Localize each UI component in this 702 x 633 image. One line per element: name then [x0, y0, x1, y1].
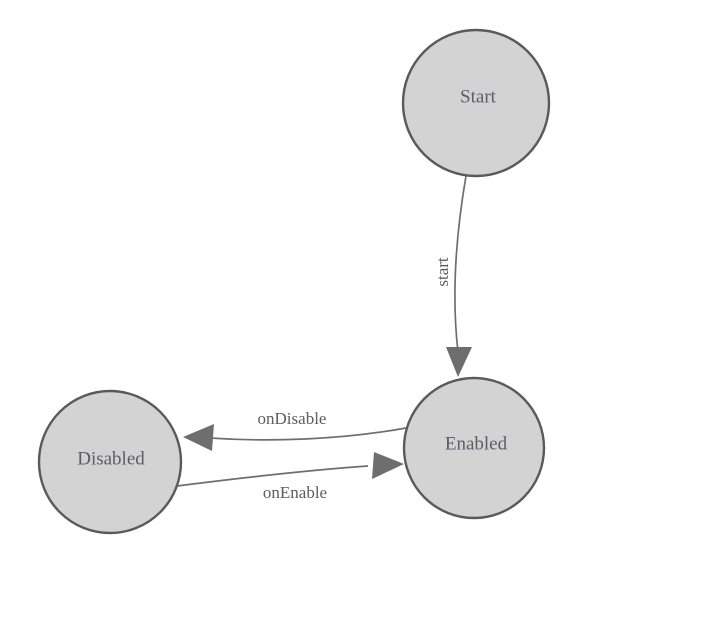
node-disabled-circle [37, 389, 183, 535]
node-enabled-circle [402, 376, 546, 520]
node-enabled-label: Enabled [445, 433, 508, 454]
node-disabled[interactable]: Disabled [37, 389, 183, 535]
node-start-circle [401, 28, 551, 178]
edge-enabled-to-disabled-arrowhead [183, 424, 214, 451]
edge-start-to-enabled-arrowhead [446, 347, 472, 377]
edge-disabled-to-enabled-path [176, 465, 369, 487]
edge-disabled-to-enabled-arrowhead [372, 452, 404, 479]
node-enabled[interactable]: Enabled [402, 376, 546, 520]
node-disabled-label: Disabled [77, 448, 145, 469]
edge-disabled-to-enabled[interactable]: onEnable [176, 452, 404, 502]
edge-disabled-to-enabled-label: onEnable [263, 483, 327, 502]
edge-start-to-enabled-path [454, 175, 467, 353]
edge-start-to-enabled-label: start [433, 257, 452, 287]
edge-enabled-to-disabled-label: onDisable [258, 409, 327, 428]
node-start-label: Start [460, 86, 497, 107]
edge-start-to-enabled[interactable]: start [433, 175, 472, 377]
node-start[interactable]: Start [401, 28, 551, 178]
edge-enabled-to-disabled-path [209, 427, 407, 441]
edge-enabled-to-disabled[interactable]: onDisable [183, 409, 407, 451]
